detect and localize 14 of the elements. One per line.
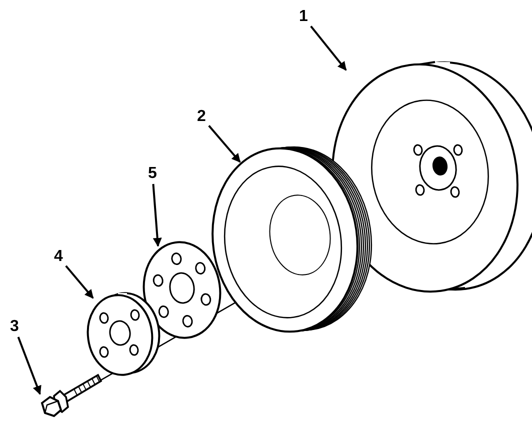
- plate-drawing: [142, 241, 222, 339]
- pulley-drawing: [212, 146, 372, 333]
- washer-drawing: [86, 292, 160, 376]
- leader-arrow: [65, 265, 94, 299]
- callout-number: 3: [8, 318, 21, 336]
- leader-arrow: [310, 26, 347, 71]
- callout-number: 2: [195, 108, 208, 126]
- callout-number: 1: [297, 8, 310, 26]
- leader-arrow: [17, 336, 42, 395]
- callout-number: 5: [146, 165, 159, 183]
- bolt-drawing: [40, 374, 102, 418]
- leader-arrow: [152, 184, 162, 247]
- callout-number: 4: [52, 248, 65, 266]
- leader-arrow: [208, 125, 241, 163]
